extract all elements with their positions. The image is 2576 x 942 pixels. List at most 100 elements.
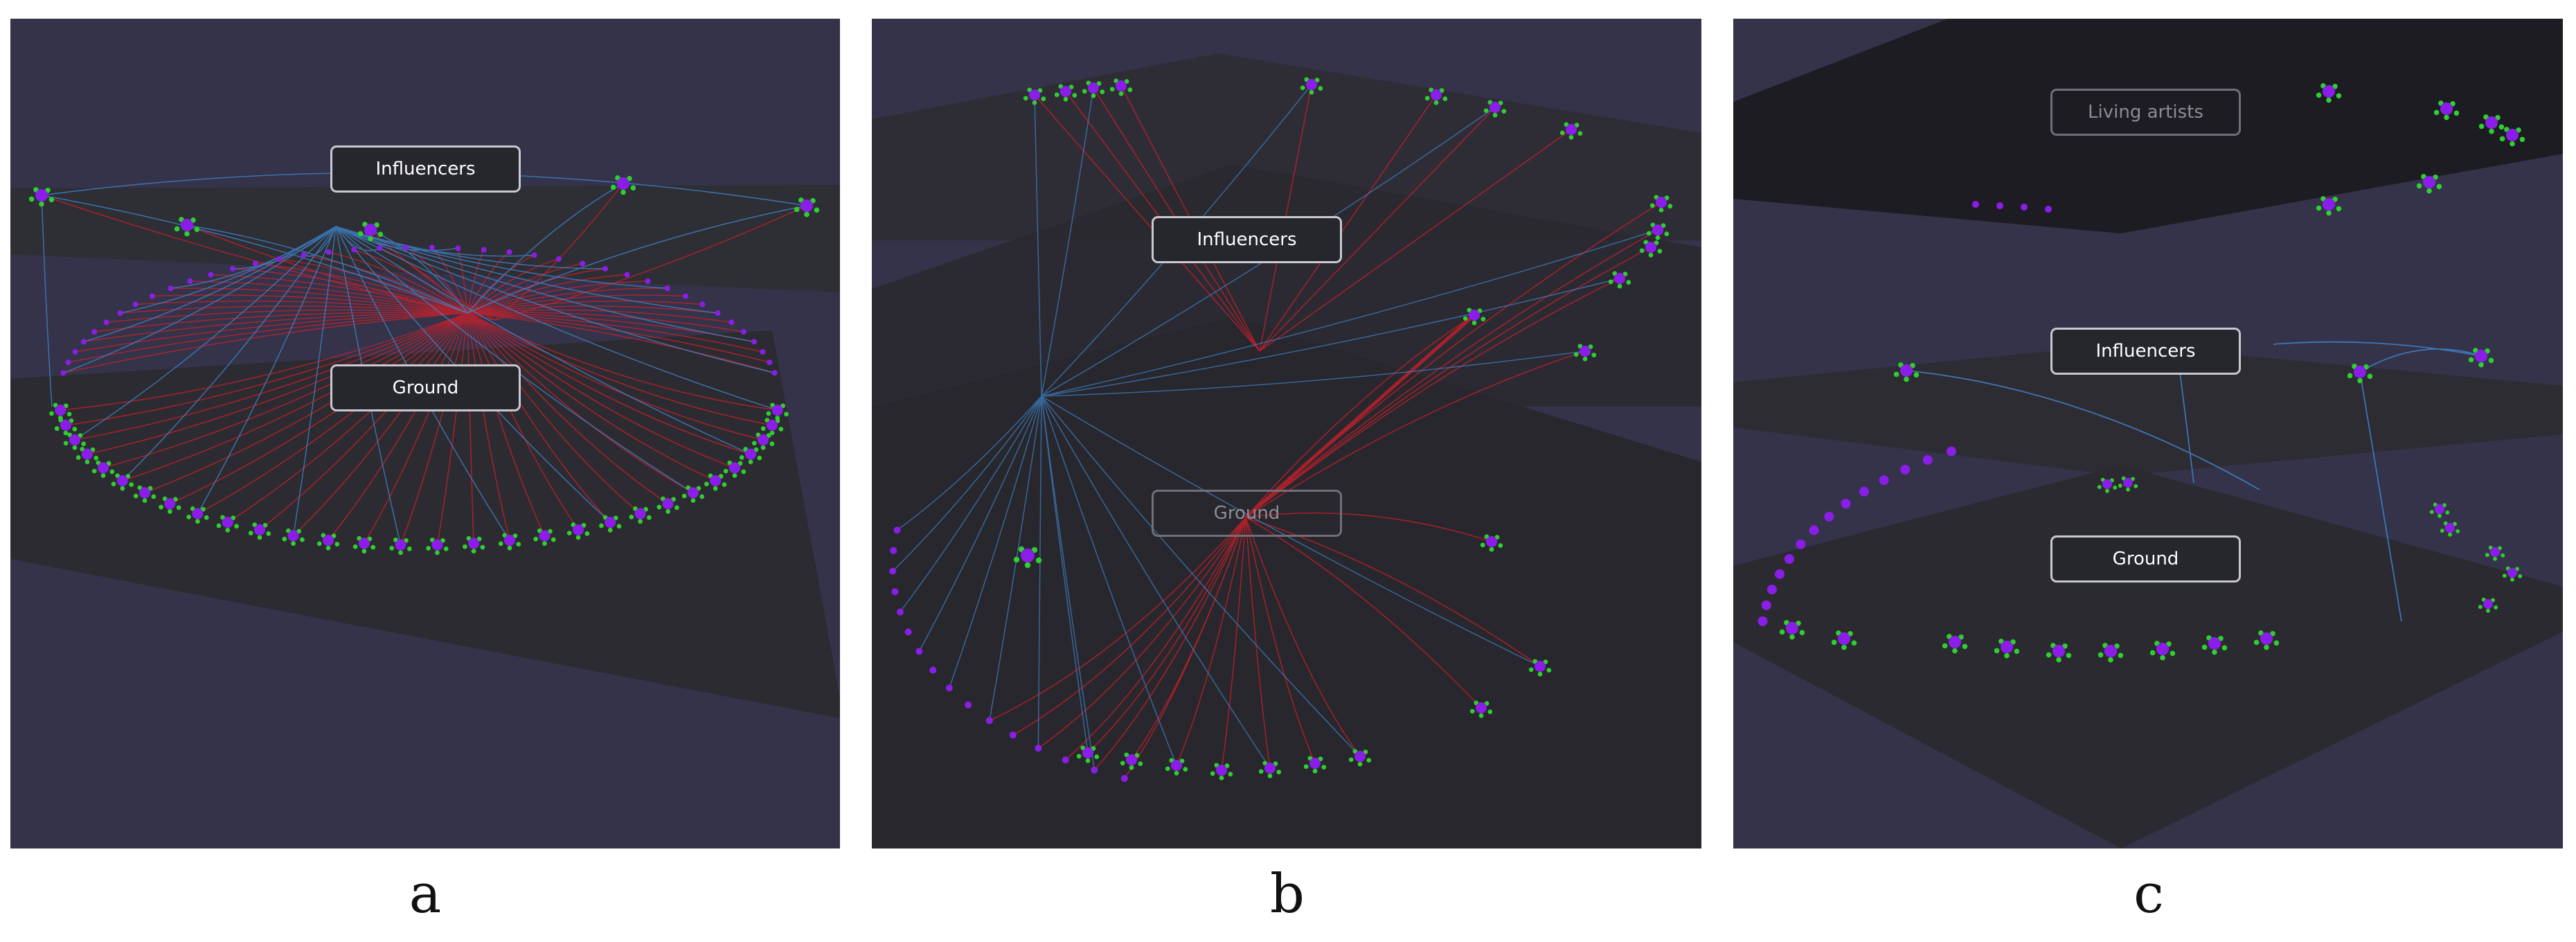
node[interactable] [301, 252, 307, 258]
node[interactable] [1300, 77, 1323, 95]
node[interactable] [117, 310, 123, 317]
node[interactable] [893, 526, 901, 534]
node[interactable] [1831, 630, 1857, 650]
node[interactable] [2045, 206, 2052, 213]
node[interactable] [133, 485, 156, 503]
node[interactable] [1210, 763, 1233, 781]
node[interactable] [1013, 546, 1042, 569]
node[interactable] [1774, 569, 1785, 579]
node[interactable] [1761, 600, 1771, 610]
node[interactable] [580, 260, 586, 267]
node[interactable] [656, 496, 679, 514]
node[interactable] [681, 485, 705, 503]
node[interactable] [187, 278, 193, 285]
node[interactable] [1480, 534, 1503, 552]
node[interactable] [533, 528, 556, 546]
node[interactable] [1076, 745, 1100, 763]
node[interactable] [352, 535, 376, 554]
node[interactable] [645, 278, 651, 285]
node[interactable] [610, 175, 636, 195]
node[interactable] [2502, 566, 2523, 582]
node[interactable] [1348, 749, 1372, 767]
node[interactable] [683, 293, 689, 299]
node[interactable] [760, 418, 784, 436]
node[interactable] [1879, 475, 1889, 486]
node[interactable] [965, 701, 972, 709]
node[interactable] [1996, 202, 2003, 209]
node[interactable] [149, 293, 155, 299]
node[interactable] [728, 319, 735, 326]
node[interactable] [1639, 240, 1663, 258]
node[interactable] [111, 473, 134, 491]
node[interactable] [2347, 364, 2373, 384]
layer-label-ground[interactable]: Ground [1152, 490, 1342, 537]
node[interactable] [1766, 585, 1777, 595]
node[interactable] [1893, 362, 1920, 382]
node[interactable] [2316, 83, 2342, 103]
node[interactable] [1082, 80, 1105, 98]
node[interactable] [2429, 502, 2450, 518]
node[interactable] [1646, 222, 1670, 240]
node[interactable] [216, 515, 239, 533]
node[interactable] [794, 197, 820, 217]
node[interactable] [531, 252, 537, 258]
node[interactable] [316, 533, 340, 551]
node[interactable] [629, 506, 652, 524]
node[interactable] [891, 588, 899, 596]
node[interactable] [904, 628, 912, 636]
node[interactable] [1779, 620, 1805, 640]
node[interactable] [2149, 641, 2176, 661]
node[interactable] [1784, 554, 1794, 565]
node[interactable] [168, 285, 174, 292]
layer-label-ground[interactable]: Ground [2050, 535, 2241, 583]
node[interactable] [282, 528, 305, 546]
node[interactable] [63, 432, 87, 450]
node[interactable] [455, 245, 461, 251]
node[interactable] [767, 359, 773, 366]
node[interactable] [945, 684, 953, 692]
node[interactable] [1469, 700, 1493, 718]
node[interactable] [1109, 78, 1133, 96]
node[interactable] [2468, 348, 2494, 368]
node[interactable] [2046, 643, 2072, 663]
node[interactable] [75, 447, 99, 465]
layer-label-influencers[interactable]: Influencers [330, 145, 521, 193]
node[interactable] [2440, 521, 2460, 537]
node[interactable] [1023, 87, 1046, 105]
node[interactable] [704, 473, 727, 491]
node[interactable] [1824, 511, 1834, 522]
node[interactable] [377, 245, 383, 251]
layer-label-living-artists[interactable]: Living artists [2050, 89, 2241, 136]
node[interactable] [276, 256, 283, 262]
node[interactable] [403, 245, 409, 251]
node[interactable] [1165, 758, 1188, 776]
layer-label-influencers[interactable]: Influencers [1152, 216, 1342, 263]
node[interactable] [699, 301, 706, 308]
node[interactable] [1091, 766, 1098, 774]
layer-label-ground[interactable]: Ground [330, 364, 521, 411]
node[interactable] [28, 187, 55, 207]
node[interactable] [2478, 597, 2498, 613]
node[interactable] [2201, 635, 2228, 655]
layer-label-influencers[interactable]: Influencers [2050, 328, 2241, 375]
node[interactable] [715, 310, 721, 317]
node[interactable] [602, 266, 609, 272]
node[interactable] [890, 546, 897, 554]
node[interactable] [1809, 525, 1819, 535]
node[interactable] [1859, 486, 1870, 497]
node[interactable] [91, 329, 98, 335]
node[interactable] [1009, 731, 1017, 739]
node[interactable] [740, 329, 746, 335]
node[interactable] [599, 515, 622, 533]
node[interactable] [2097, 477, 2118, 493]
node[interactable] [1258, 761, 1282, 779]
node[interactable] [760, 349, 766, 355]
node[interactable] [159, 496, 181, 514]
node[interactable] [739, 447, 762, 465]
node[interactable] [766, 402, 789, 420]
node[interactable] [91, 460, 115, 478]
node[interactable] [2021, 204, 2028, 211]
node[interactable] [1649, 195, 1673, 213]
node[interactable] [985, 717, 993, 725]
node[interactable] [462, 535, 485, 554]
